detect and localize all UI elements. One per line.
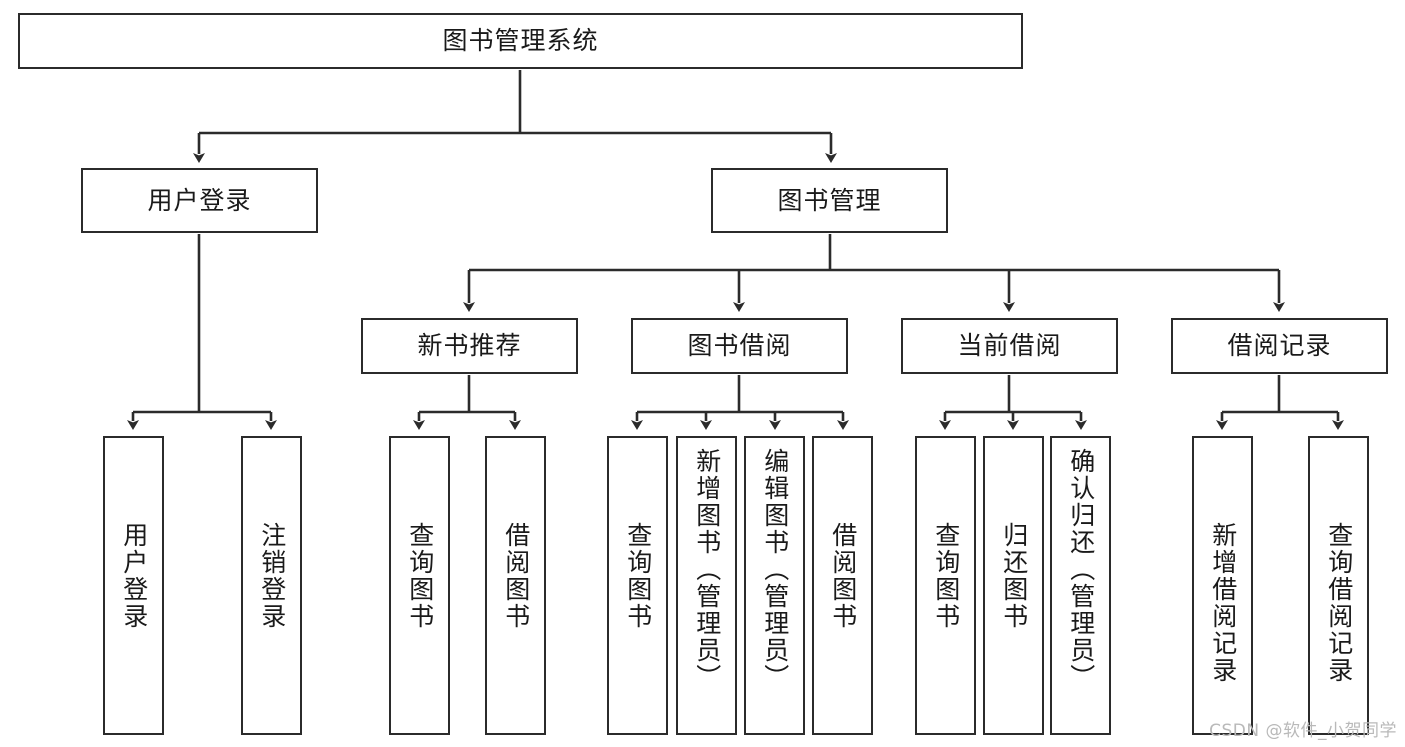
node-label: 查询图书: [931, 522, 961, 630]
node-label: 查询图书: [623, 522, 653, 630]
leaf-query-book-recommend[interactable]: 查询图书: [389, 436, 450, 735]
node-label: 新增借阅记录: [1208, 522, 1238, 684]
node-label: 编辑图书（管理员）: [760, 448, 790, 691]
node-label: 确认归还（管理员）: [1066, 448, 1096, 691]
node-label: 查询图书: [405, 522, 435, 630]
node-borrow-record[interactable]: 借阅记录: [1171, 318, 1388, 374]
node-label: 借阅记录: [1227, 331, 1332, 361]
node-label: 图书借阅: [687, 331, 792, 361]
node-book-borrow[interactable]: 图书借阅: [631, 318, 848, 374]
leaf-user-logout[interactable]: 注销登录: [241, 436, 302, 735]
node-label: 新增图书（管理员）: [692, 448, 722, 691]
leaf-return-book[interactable]: 归还图书: [983, 436, 1044, 735]
node-new-book-recommend[interactable]: 新书推荐: [361, 318, 578, 374]
node-label: 用户登录: [119, 522, 149, 630]
node-label: 归还图书: [999, 522, 1029, 630]
node-label: 图书管理系统: [442, 26, 599, 56]
leaf-edit-book-admin[interactable]: 编辑图书（管理员）: [744, 436, 805, 735]
node-current-borrow[interactable]: 当前借阅: [901, 318, 1118, 374]
node-label: 图书管理: [777, 185, 882, 215]
leaf-confirm-return-admin[interactable]: 确认归还（管理员）: [1050, 436, 1111, 735]
leaf-add-book-admin[interactable]: 新增图书（管理员）: [676, 436, 737, 735]
node-user-login[interactable]: 用户登录: [81, 168, 318, 233]
node-label: 当前借阅: [957, 331, 1062, 361]
node-book-management[interactable]: 图书管理: [711, 168, 948, 233]
leaf-query-borrow-record[interactable]: 查询借阅记录: [1308, 436, 1369, 735]
leaf-user-login[interactable]: 用户登录: [103, 436, 164, 735]
node-label: 借阅图书: [501, 522, 531, 630]
leaf-query-book-current[interactable]: 查询图书: [915, 436, 976, 735]
leaf-borrow-book[interactable]: 借阅图书: [812, 436, 873, 735]
node-book-management-system[interactable]: 图书管理系统: [18, 13, 1023, 69]
leaf-borrow-book-recommend[interactable]: 借阅图书: [485, 436, 546, 735]
leaf-query-book-borrow[interactable]: 查询图书: [607, 436, 668, 735]
node-label: 查询借阅记录: [1324, 522, 1354, 684]
leaf-add-borrow-record[interactable]: 新增借阅记录: [1192, 436, 1253, 735]
csdn-watermark: CSDN @软件_小贺同学: [1209, 721, 1397, 741]
node-label: 借阅图书: [828, 522, 858, 630]
node-label: 用户登录: [147, 185, 252, 215]
node-label: 新书推荐: [417, 331, 522, 361]
node-label: 注销登录: [257, 522, 287, 630]
